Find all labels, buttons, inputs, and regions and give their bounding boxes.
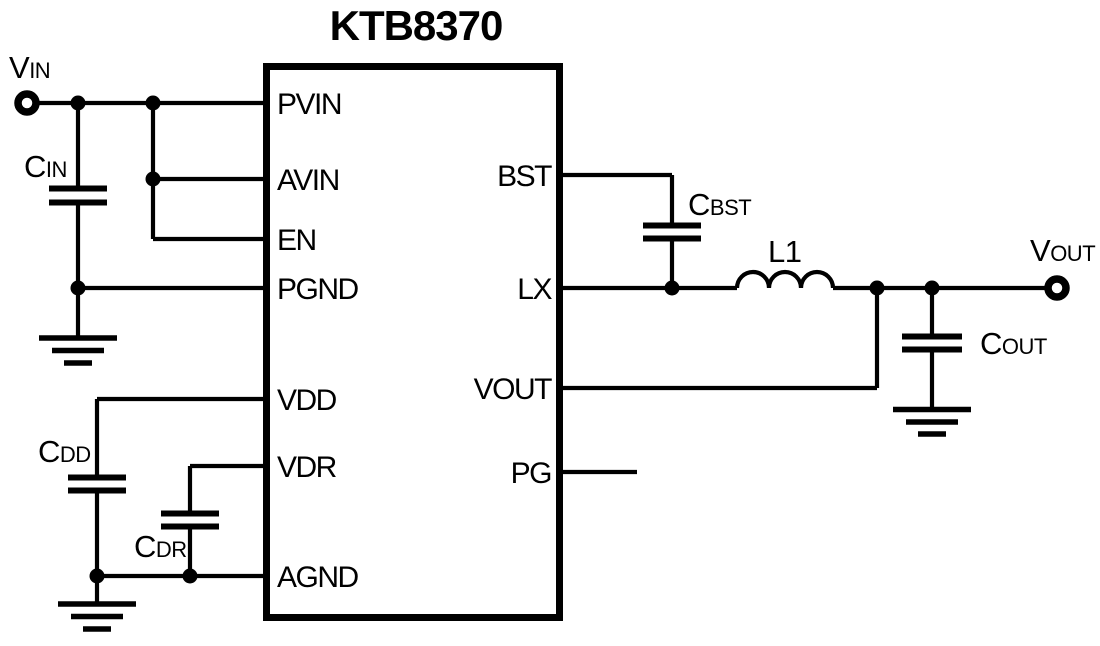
pin-label-bst: BST bbox=[497, 160, 552, 193]
cin-label: CIN bbox=[24, 149, 67, 184]
input-network: VIN CIN bbox=[9, 50, 266, 366]
pin-label-pvin: PVIN bbox=[277, 88, 341, 121]
chip-title: KTB8370 bbox=[330, 2, 503, 49]
cout-label: COUT bbox=[980, 326, 1047, 361]
junction-feedback bbox=[869, 280, 885, 296]
pin-label-vdd: VDD bbox=[277, 384, 337, 417]
ground-agnd bbox=[58, 601, 136, 632]
vin-label: VIN bbox=[9, 50, 50, 85]
junction-cbst-lx bbox=[664, 280, 680, 296]
junction-vin-avin bbox=[145, 95, 161, 111]
cbst-label: CBST bbox=[688, 187, 751, 222]
pin-label-agnd: AGND bbox=[277, 561, 359, 594]
junction-agnd-cdr bbox=[182, 568, 198, 584]
junction-avin-en bbox=[145, 171, 161, 187]
vout-label: VOUT bbox=[1030, 233, 1095, 268]
junction-agnd-cdd bbox=[89, 568, 105, 584]
junction-cout bbox=[924, 280, 940, 296]
pin-label-vout-pin: VOUT bbox=[474, 373, 553, 406]
junction-vin-cin bbox=[70, 95, 86, 111]
l1-label: L1 bbox=[768, 234, 801, 269]
pin-label-avin: AVIN bbox=[277, 164, 339, 197]
vout-terminal bbox=[1044, 275, 1070, 301]
pin-label-pg: PG bbox=[511, 457, 552, 490]
ic-outline bbox=[263, 63, 563, 621]
pin-label-vdr: VDR bbox=[277, 451, 337, 484]
pin-label-pgnd: PGND bbox=[277, 273, 359, 306]
inductor-l1 bbox=[734, 269, 836, 289]
output-network: CBST L1 VOUT COUT bbox=[560, 172, 1096, 475]
ic: PVIN AVIN EN PGND VDD VDR AGND BST LX VO… bbox=[263, 63, 563, 621]
pin-label-en: EN bbox=[277, 224, 316, 257]
pin-label-lx: LX bbox=[517, 273, 552, 306]
cdd-label: CDD bbox=[38, 434, 91, 469]
ground-cin bbox=[39, 335, 117, 366]
bias-network: CDD CDR bbox=[38, 396, 266, 632]
vin-terminal bbox=[14, 90, 40, 116]
junction-pgnd-cin bbox=[70, 280, 86, 296]
cdr-label: CDR bbox=[134, 529, 187, 564]
ground-cout bbox=[893, 406, 971, 437]
